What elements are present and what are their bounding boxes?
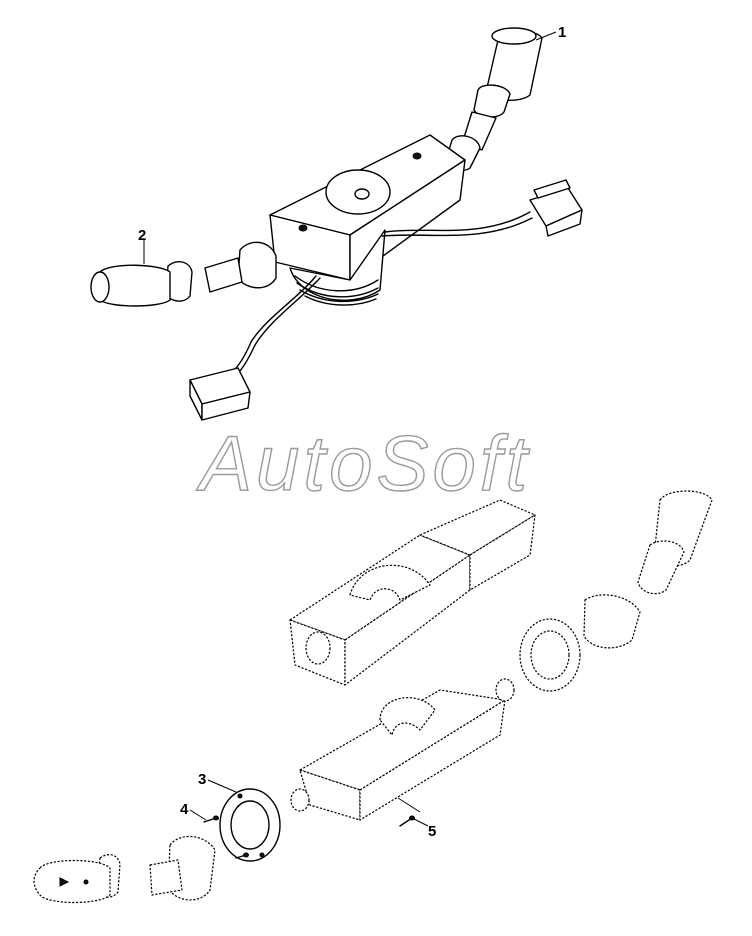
leader-4 <box>189 809 207 821</box>
exploded-upper-housing <box>289 499 536 686</box>
callout-5: 5 <box>428 823 436 840</box>
exploded-left-ring <box>219 788 281 862</box>
callout-4: 4 <box>180 801 189 818</box>
exploded-lower-housing <box>290 678 515 821</box>
right-lever <box>445 27 543 172</box>
screw-5 <box>399 815 415 827</box>
leader-1 <box>535 31 557 41</box>
leader-5-secondary <box>397 797 421 813</box>
connector-right <box>529 179 583 237</box>
exploded-right-lever <box>583 490 713 649</box>
callout-3: 3 <box>198 771 206 788</box>
exploded-left-lever <box>33 836 216 904</box>
assembled-column-switch <box>90 27 583 421</box>
callout-1: 1 <box>558 24 566 41</box>
callout-2: 2 <box>138 227 146 244</box>
left-lever <box>90 241 277 307</box>
switch-housing <box>269 134 466 306</box>
exploded-right-ring <box>519 618 581 692</box>
connector-left <box>189 367 251 421</box>
screw-4 <box>203 815 249 859</box>
leader-3 <box>207 779 237 793</box>
watermark-text: AutoSoft <box>196 419 531 507</box>
leader-5 <box>411 817 429 827</box>
